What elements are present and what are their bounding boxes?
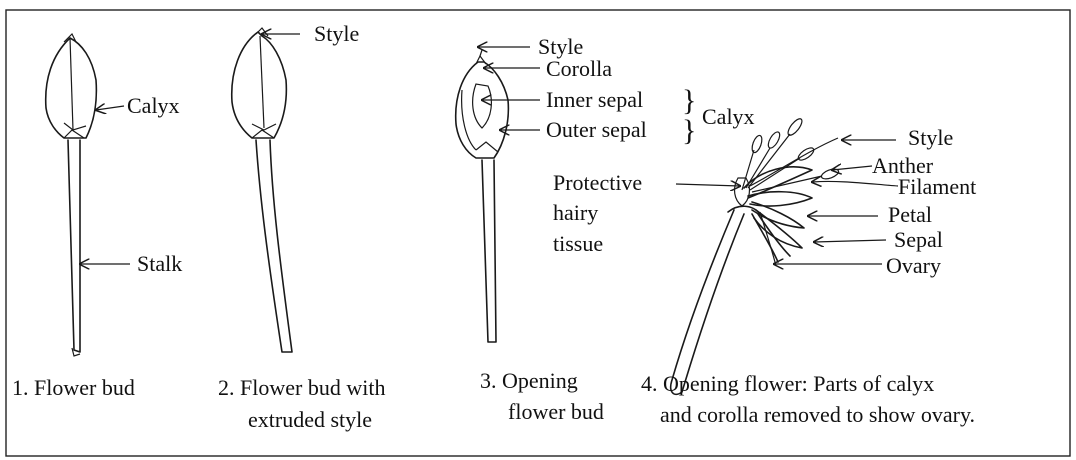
- protective-tissue-pointer: [676, 184, 740, 186]
- calyx-label: Calyx: [127, 93, 180, 118]
- protective-tissue-label-2: hairy: [553, 200, 598, 225]
- sepal-pointer: [814, 240, 886, 242]
- bud-with-style-drawing: [232, 28, 292, 352]
- caption-fig2-line1: 2. Flower bud with: [218, 375, 385, 400]
- stalk-label: Stalk: [137, 251, 182, 276]
- corolla-label: Corolla: [546, 56, 612, 81]
- calyx-brace-top: }: [682, 84, 696, 117]
- calyx-pointer: [96, 106, 124, 110]
- style-label-4: Style: [908, 125, 953, 150]
- style-label-2: Style: [314, 21, 359, 46]
- caption-fig2-line2: extruded style: [248, 407, 372, 432]
- filament-pointer: [812, 181, 898, 186]
- filament-label: Filament: [898, 174, 976, 199]
- sepal-label: Sepal: [894, 227, 943, 252]
- caption-fig3-line1: 3. Opening: [480, 368, 578, 393]
- petal-label: Petal: [888, 202, 932, 227]
- caption-fig1: 1. Flower bud: [12, 375, 135, 400]
- anther-pointer: [832, 166, 872, 170]
- opening-bud-drawing: [456, 50, 509, 342]
- inner-sepal-label: Inner sepal: [546, 87, 643, 112]
- opening-flower-drawing: [671, 117, 840, 395]
- caption-fig3-line2: flower bud: [508, 399, 604, 424]
- outer-sepal-label: Outer sepal: [546, 117, 647, 142]
- caption-fig4-line1: 4. Opening flower: Parts of calyx: [641, 371, 934, 396]
- flower-bud-drawing: [46, 34, 97, 356]
- calyx-group-label: Calyx: [702, 104, 755, 129]
- caption-fig4-line2: and corolla removed to show ovary.: [660, 402, 975, 427]
- protective-tissue-label-3: tissue: [553, 231, 603, 256]
- calyx-brace-bottom: }: [682, 114, 696, 147]
- protective-tissue-label-1: Protective: [553, 170, 642, 195]
- ovary-label: Ovary: [886, 253, 941, 278]
